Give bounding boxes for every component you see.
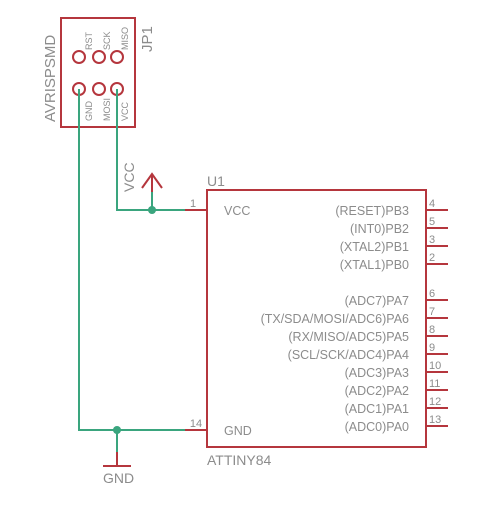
chip-pin-number: 10 [429,360,441,372]
chip-u1[interactable]: U1 ATTINY84 1 VCC 14 GND 4 (RESET)PB3 5 (IN… [185,173,448,468]
chip-value: ATTINY84 [207,452,272,468]
chip-pin-number: 3 [429,234,435,246]
chip-pin-adc2-pa2[interactable]: 11 (ADC2)PA2 [345,378,448,398]
vcc-label: VCC [121,162,137,192]
chip-pin-label: GND [224,424,252,438]
chip-pin-number: 9 [429,342,435,354]
connector-value: AVRISPSMD [42,35,59,122]
chip-pin-vcc[interactable]: 1 VCC [185,198,250,218]
chip-pin-gnd[interactable]: 14 GND [185,418,252,438]
junction-vcc [148,206,156,214]
chip-pin-number: 5 [429,216,435,228]
chip-pin-int0-pb2[interactable]: 5 (INT0)PB2 [350,216,448,236]
chip-pin-label: (RX/MISO/ADC5)PA5 [288,330,409,344]
chip-pin-label: (ADC1)PA1 [345,402,409,416]
net-wires [78,89,205,466]
chip-pin-xtal1-pb0[interactable]: 2 (XTAL1)PB0 [340,252,448,272]
junction-gnd [113,426,121,434]
chip-pin-label: VCC [224,204,250,218]
chip-pin-number: 11 [429,378,440,390]
chip-pin-label: (SCL/SCK/ADC4)PA4 [288,348,409,362]
chip-pin-adc7-pa7[interactable]: 6 (ADC7)PA7 [345,288,448,308]
chip-pin-number: 6 [429,288,435,300]
chip-pin-label: (XTAL1)PB0 [340,258,409,272]
connector-label-sck: SCK [102,31,112,50]
gnd-supply-symbol[interactable]: GND [103,452,134,486]
chip-pin-label: (ADC3)PA3 [345,366,409,380]
connector-label-gnd: GND [84,101,94,122]
chip-pin-number: 8 [429,324,435,336]
connector-jp1[interactable]: RST SCK MISO GND MOSI VCC AVRISPSMD JP1 [42,17,156,128]
chip-pin-label: (INT0)PB2 [350,222,409,236]
chip-pin-label: (ADC7)PA7 [345,294,409,308]
chip-pin-tx-sda-mosi-adc6-pa6[interactable]: 7 (TX/SDA/MOSI/ADC6)PA6 [261,306,448,326]
connector-ref: JP1 [139,26,156,52]
connector-body [60,17,136,128]
chip-pin-number: 13 [429,414,441,426]
chip-pin-number: 2 [429,252,435,264]
chip-pin-adc3-pa3[interactable]: 10 (ADC3)PA3 [345,360,448,380]
chip-pin-number: 14 [190,418,202,430]
chip-pin-label: (RESET)PB3 [335,204,409,218]
chip-ref: U1 [207,173,225,189]
chip-pin-scl-sck-adc4-pa4[interactable]: 9 (SCL/SCK/ADC4)PA4 [288,342,448,362]
chip-pin-label: (ADC2)PA2 [345,384,409,398]
connector-label-rst: RST [84,31,94,50]
chip-pin-label: (ADC0)PA0 [345,420,409,434]
connector-pin-miso[interactable] [110,50,124,64]
chip-pin-number: 7 [429,306,435,318]
chip-pin-rx-miso-adc5-pa5[interactable]: 8 (RX/MISO/ADC5)PA5 [288,324,448,344]
chip-pin-xtal2-pb1[interactable]: 3 (XTAL2)PB1 [340,234,448,254]
vcc-supply-symbol[interactable]: VCC [121,162,163,192]
wire-gnd-net[interactable] [78,89,205,431]
chip-pin-reset-pb3[interactable]: 4 (RESET)PB3 [335,198,448,218]
wire-vcc-net[interactable] [116,89,205,211]
connector-label-mosi: MOSI [102,98,112,121]
chip-pin-number: 12 [429,396,441,408]
chip-right-pins: 4 (RESET)PB3 5 (INT0)PB2 3 (XTAL2)PB1 2 (XTAL1)… [261,198,448,434]
connector-pin-sck[interactable] [92,50,106,64]
chip-pin-adc0-pa0[interactable]: 13 (ADC0)PA0 [345,414,448,434]
connector-pin-mosi[interactable] [92,82,106,96]
connector-label-vcc: VCC [120,101,130,121]
chip-pin-label: (TX/SDA/MOSI/ADC6)PA6 [261,312,409,326]
chip-pin-number: 4 [429,198,435,210]
connector-pin-rst[interactable] [72,50,86,64]
gnd-label: GND [103,470,134,486]
chip-pin-adc1-pa1[interactable]: 12 (ADC1)PA1 [345,396,448,416]
chip-pin-label: (XTAL2)PB1 [340,240,409,254]
chip-pin-number: 1 [190,198,196,210]
connector-label-miso: MISO [120,27,130,50]
